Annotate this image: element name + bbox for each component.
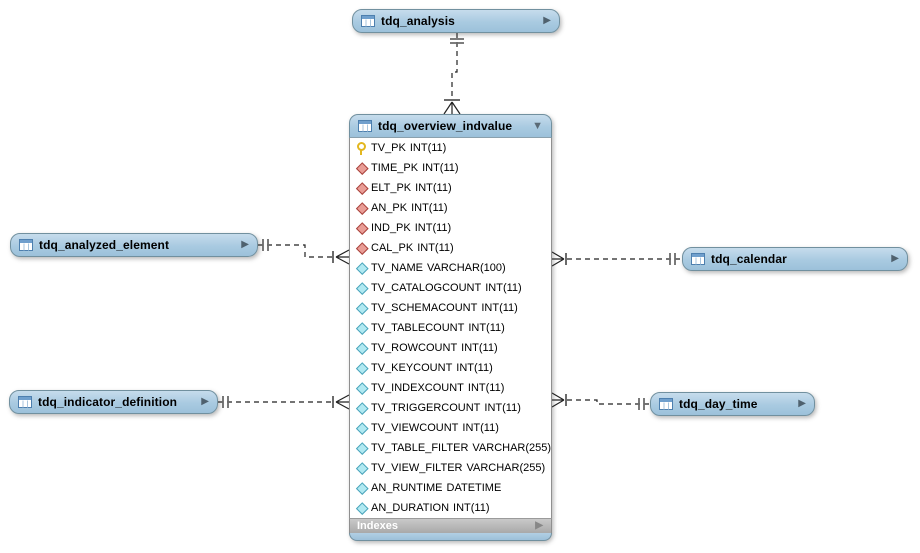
foreign-key-icon (355, 202, 368, 215)
foreign-key-icon (355, 162, 368, 175)
connector-tdq_analyzed_element-tdq_overview_indvalue[interactable] (258, 239, 350, 265)
table-tdq_analyzed_element[interactable]: tdq_analyzed_element ▶ (10, 233, 258, 257)
connector-tdq_analysis-tdq_overview_indvalue[interactable] (443, 33, 464, 115)
column-icon (355, 382, 368, 395)
foreign-key-icon (355, 242, 368, 255)
table-title: tdq_calendar (711, 252, 787, 266)
indexes-expand-icon[interactable]: ▶ (535, 520, 543, 531)
column-icon (355, 282, 368, 295)
table-icon (361, 15, 375, 27)
table-icon (19, 239, 33, 251)
table-bottom-strip (349, 533, 552, 541)
indexes-label: Indexes (357, 520, 398, 532)
table-header[interactable]: tdq_indicator_definition ▶ (9, 390, 218, 414)
table-title: tdq_overview_indvalue (378, 119, 513, 133)
table-icon (659, 398, 673, 410)
collapse-arrow-icon[interactable]: ▼ (532, 119, 543, 132)
table-title: tdq_day_time (679, 397, 758, 411)
foreign-key-icon (355, 222, 368, 235)
expand-arrow-icon[interactable]: ▶ (201, 396, 209, 407)
table-header[interactable]: tdq_analysis ▶ (352, 9, 560, 33)
column-icon (355, 362, 368, 375)
column-icon (355, 262, 368, 275)
column-icon (355, 402, 368, 415)
primary-key-icon (355, 141, 368, 155)
table-title: tdq_analysis (381, 14, 455, 28)
table-icon (18, 396, 32, 408)
column-icon (355, 322, 368, 335)
table-tdq_indicator_definition[interactable]: tdq_indicator_definition ▶ (9, 390, 218, 414)
column-icon (355, 342, 368, 355)
table-tdq_calendar[interactable]: tdq_calendar ▶ (682, 247, 908, 271)
table-header[interactable]: tdq_analyzed_element ▶ (10, 233, 258, 257)
connector-tdq_overview_indvalue-tdq_calendar[interactable] (551, 251, 682, 267)
table-title: tdq_analyzed_element (39, 238, 170, 252)
column-icon (355, 502, 368, 515)
expand-arrow-icon[interactable]: ▶ (798, 398, 806, 409)
table-header[interactable]: tdq_overview_indvalue ▼ (349, 114, 552, 138)
indexes-section[interactable]: Indexes ▶ (349, 518, 552, 533)
table-title: tdq_indicator_definition (38, 395, 178, 409)
expand-arrow-icon[interactable]: ▶ (891, 253, 899, 264)
column-icon (355, 442, 368, 455)
column-icon (355, 302, 368, 315)
column-icon (355, 422, 368, 435)
connector-tdq_overview_indvalue-tdq_day_time[interactable] (551, 392, 650, 410)
foreign-key-icon (355, 182, 368, 195)
table-icon (691, 253, 705, 265)
table-tdq_analysis[interactable]: tdq_analysis ▶ (352, 9, 560, 33)
table-header[interactable]: tdq_day_time ▶ (650, 392, 815, 416)
expand-arrow-icon[interactable]: ▶ (543, 15, 551, 26)
table-header[interactable]: tdq_calendar ▶ (682, 247, 908, 271)
column-icon (355, 462, 368, 475)
column-icon (355, 482, 368, 495)
connector-tdq_indicator_definition-tdq_overview_indvalue[interactable] (218, 394, 350, 410)
table-icon (358, 120, 372, 132)
expand-arrow-icon[interactable]: ▶ (241, 239, 249, 250)
table-tdq_day_time[interactable]: tdq_day_time ▶ (650, 392, 815, 416)
